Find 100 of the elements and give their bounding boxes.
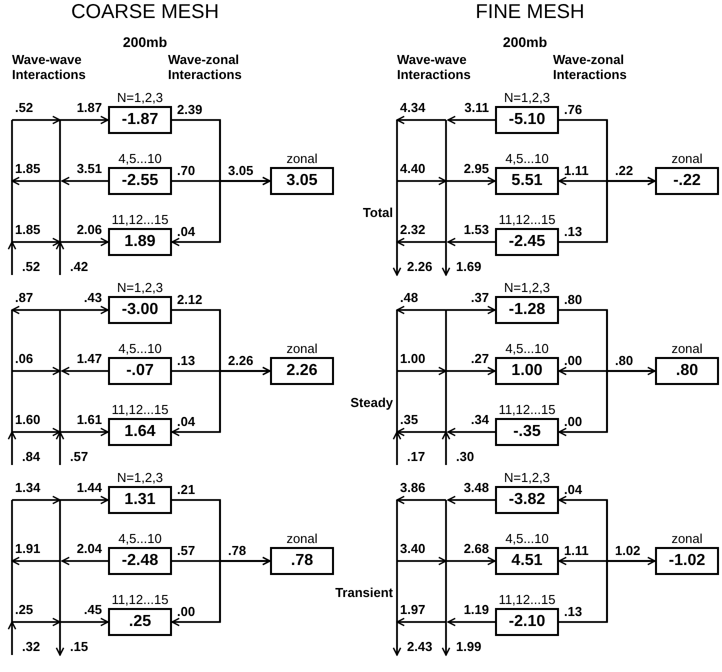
arrow [446, 306, 496, 314]
flow-value: 2.26 [228, 353, 254, 369]
energy-box: 3.05 [270, 167, 334, 195]
wavenumber-heading: 4,5...10 [504, 151, 550, 167]
energy-box: -3.82 [495, 486, 559, 514]
zonal-heading: zonal [285, 151, 319, 167]
row-label: Steady [350, 395, 393, 411]
energy-box: -1.87 [108, 106, 172, 134]
arrow [60, 116, 109, 124]
flow-value: .25 [15, 602, 34, 618]
arrow [559, 309, 656, 376]
arrow [446, 176, 496, 186]
edge-label: .00 [564, 353, 582, 369]
energy-box: 4.51 [495, 547, 559, 575]
flow-value: 1.00 [400, 351, 426, 367]
energy-box: 5.51 [495, 167, 559, 195]
wavenumber-heading: 11,12...15 [498, 212, 556, 228]
edge-label: .80 [564, 292, 582, 308]
arrow [559, 176, 656, 243]
pressure-level: 200mb [502, 34, 548, 50]
wavenumber-heading: 11,12...15 [110, 212, 170, 228]
flow-value: .06 [15, 351, 34, 367]
energy-box: .25 [108, 608, 172, 636]
flow-value: 2.26 [407, 259, 432, 275]
energy-box: -2.10 [495, 608, 559, 636]
flow-value: .17 [407, 449, 426, 465]
flow-value: .52 [15, 100, 34, 116]
flow-value: 1.69 [456, 259, 482, 275]
arrow [60, 618, 109, 626]
arrow [447, 116, 495, 124]
edge-label: 1.61 [76, 412, 102, 428]
edge-label: .04 [564, 482, 582, 498]
wavenumber-heading: N=1,2,3 [116, 280, 164, 296]
arrow [172, 556, 271, 566]
wavenumber-heading: 4,5...10 [504, 341, 550, 357]
column-heading: Wave-zonal Interactions [168, 52, 243, 82]
arrow [60, 496, 109, 504]
arrow [61, 176, 108, 186]
flow-value: .22 [615, 163, 634, 179]
flow-value: .80 [615, 353, 634, 369]
wavenumber-heading: N=1,2,3 [116, 90, 164, 106]
energy-box: 1.00 [495, 357, 559, 385]
wavenumber-heading: 4,5...10 [504, 531, 550, 547]
flow-value: .84 [22, 449, 40, 465]
edge-label: .43 [84, 290, 102, 306]
edge-label: .04 [177, 224, 196, 240]
arrow [447, 496, 495, 504]
edge-label: .27 [470, 351, 489, 367]
flow-value: 1.02 [615, 543, 640, 559]
pressure-level: 200mb [122, 34, 168, 50]
panel-title: COARSE MESH [71, 4, 219, 20]
wavenumber-heading: N=1,2,3 [116, 470, 164, 486]
edge-label: .13 [177, 353, 196, 369]
edge-label: 2.68 [464, 541, 489, 557]
flow-value: 4.34 [400, 100, 426, 116]
energy-box: -1.02 [655, 547, 719, 575]
edge-label: 2.06 [76, 222, 102, 238]
edge-label: .34 [470, 412, 489, 428]
flow-value: 2.32 [400, 222, 426, 238]
energy-box: -.22 [655, 167, 719, 195]
edge-label: 2.95 [464, 161, 489, 177]
column-heading: Wave-zonal Interactions [553, 52, 628, 82]
flow-value: 1.91 [15, 541, 40, 557]
edge-label: .13 [564, 224, 582, 240]
flow-value: 4.40 [400, 161, 426, 177]
flow-value: .57 [70, 449, 88, 465]
flow-value: 1.34 [15, 480, 40, 496]
edge-label: 1.47 [76, 351, 102, 367]
arrow [61, 556, 108, 566]
edge-label: .37 [470, 290, 489, 306]
arrow [171, 370, 270, 436]
wavenumber-heading: 11,12...15 [498, 592, 556, 608]
row-label: Transient [335, 585, 393, 601]
arrow [171, 560, 270, 626]
energy-box: -2.55 [108, 167, 172, 195]
flow-value: .87 [15, 290, 34, 306]
edge-label: 1.11 [564, 163, 589, 179]
wavenumber-heading: N=1,2,3 [503, 90, 551, 106]
energy-box: -5.10 [495, 106, 559, 134]
arrow [558, 370, 655, 436]
edge-label: .04 [177, 414, 196, 430]
energy-box: 1.31 [108, 486, 172, 514]
zonal-heading: zonal [670, 341, 704, 357]
energy-box: -3.00 [108, 296, 172, 324]
edge-label: 1.11 [564, 543, 589, 559]
energy-box: .78 [270, 547, 334, 575]
energy-box: -2.45 [495, 228, 559, 256]
edge-label: .70 [177, 163, 196, 179]
energy-box: -1.28 [495, 296, 559, 324]
edge-label: 3.48 [464, 480, 489, 496]
arrow [446, 366, 496, 376]
zonal-heading: zonal [285, 341, 319, 357]
edge-label: 3.11 [464, 100, 489, 116]
wavenumber-heading: 4,5...10 [117, 341, 163, 357]
wavenumber-heading: 11,12...15 [110, 592, 170, 608]
edge-label: .45 [84, 602, 102, 618]
arrow [60, 428, 109, 436]
flow-value: 3.05 [228, 163, 254, 179]
edge-label: 1.19 [464, 602, 489, 618]
wavenumber-heading: 4,5...10 [117, 151, 163, 167]
